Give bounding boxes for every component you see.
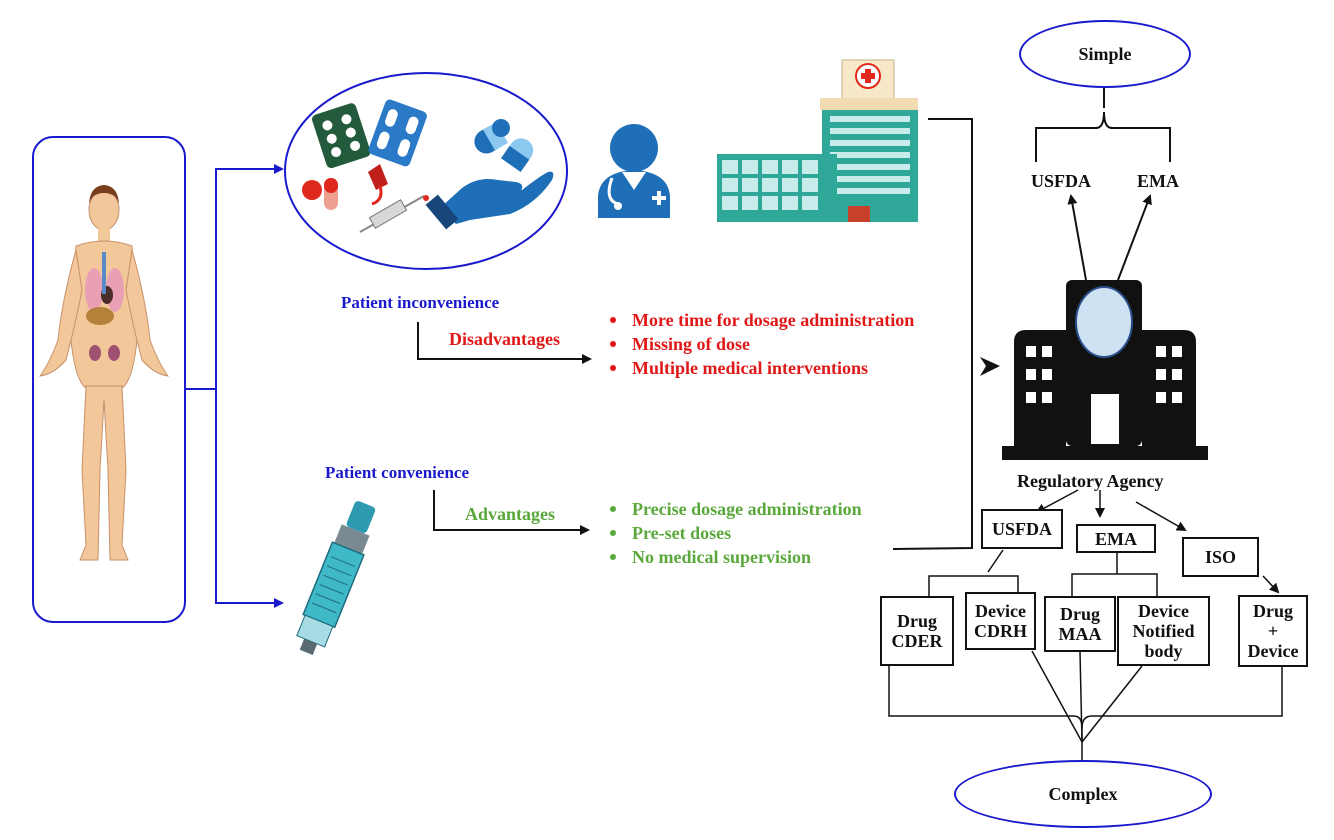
drug-maa-line1: Drug — [1060, 604, 1100, 624]
advantages-label: Advantages — [465, 504, 556, 524]
advantage-item: Pre-set doses — [606, 522, 862, 546]
disadvantage-item: Multiple medical interventions — [606, 357, 914, 381]
disadvantage-item: Missing of dose — [606, 333, 914, 357]
device-notified-body-box: Device Notified body — [1117, 596, 1210, 666]
doctor-icon — [598, 124, 670, 218]
drug-maa-line2: MAA — [1058, 624, 1102, 644]
drug-cder-line2: CDER — [891, 631, 943, 651]
drug-device-line3: Device — [1247, 641, 1299, 661]
disadvantage-item: More time for dosage administration — [606, 309, 914, 333]
disadvantages-list: More time for dosage administration Miss… — [606, 309, 914, 381]
top-agency-ema: EMA — [1137, 171, 1179, 191]
drug-cder-line1: Drug — [897, 611, 937, 631]
advantages-list: Precise dosage administration Pre-set do… — [606, 498, 862, 570]
drug-cder-box: Drug CDER — [880, 596, 954, 666]
device-notified-line3: body — [1144, 641, 1183, 661]
advantage-item: No medical supervision — [606, 546, 862, 570]
regulatory-agency-label: Regulatory Agency — [1017, 471, 1164, 491]
drug-maa-box: Drug MAA — [1044, 596, 1116, 652]
insulin-pen-icon — [296, 501, 376, 656]
device-notified-line2: Notified — [1132, 621, 1195, 641]
device-cdrh-box: Device CDRH — [965, 592, 1036, 650]
hand-icon — [425, 119, 554, 230]
patient-convenience-title: Patient convenience — [325, 463, 469, 482]
syringe-icon — [359, 195, 429, 233]
drug-device-line2: + — [1267, 621, 1279, 641]
hospital-icon — [717, 59, 918, 222]
patient-inconvenience-title: Patient inconvenience — [341, 293, 500, 312]
drug-device-box: Drug + Device — [1238, 595, 1308, 667]
drug-device-line1: Drug — [1253, 601, 1293, 621]
usfda-box: USFDA — [981, 509, 1063, 549]
complex-ellipse: Complex — [954, 760, 1212, 828]
medicine-ellipse — [284, 72, 568, 270]
disadvantages-label: Disadvantages — [449, 329, 561, 349]
ema-box: EMA — [1076, 524, 1156, 553]
agency-building-icon — [1002, 280, 1208, 460]
device-cdrh-line1: Device — [975, 601, 1026, 621]
advantage-item: Precise dosage administration — [606, 498, 862, 522]
device-cdrh-line2: CDRH — [974, 621, 1027, 641]
human-body-icon — [38, 185, 170, 561]
simple-ellipse: Simple — [1019, 20, 1191, 88]
body-panel — [32, 136, 186, 623]
pills-icon — [312, 99, 427, 169]
capsule-icon — [302, 164, 388, 210]
device-notified-line1: Device — [1138, 601, 1189, 621]
top-agency-usfda: USFDA — [1031, 171, 1092, 191]
iso-box: ISO — [1182, 537, 1259, 577]
